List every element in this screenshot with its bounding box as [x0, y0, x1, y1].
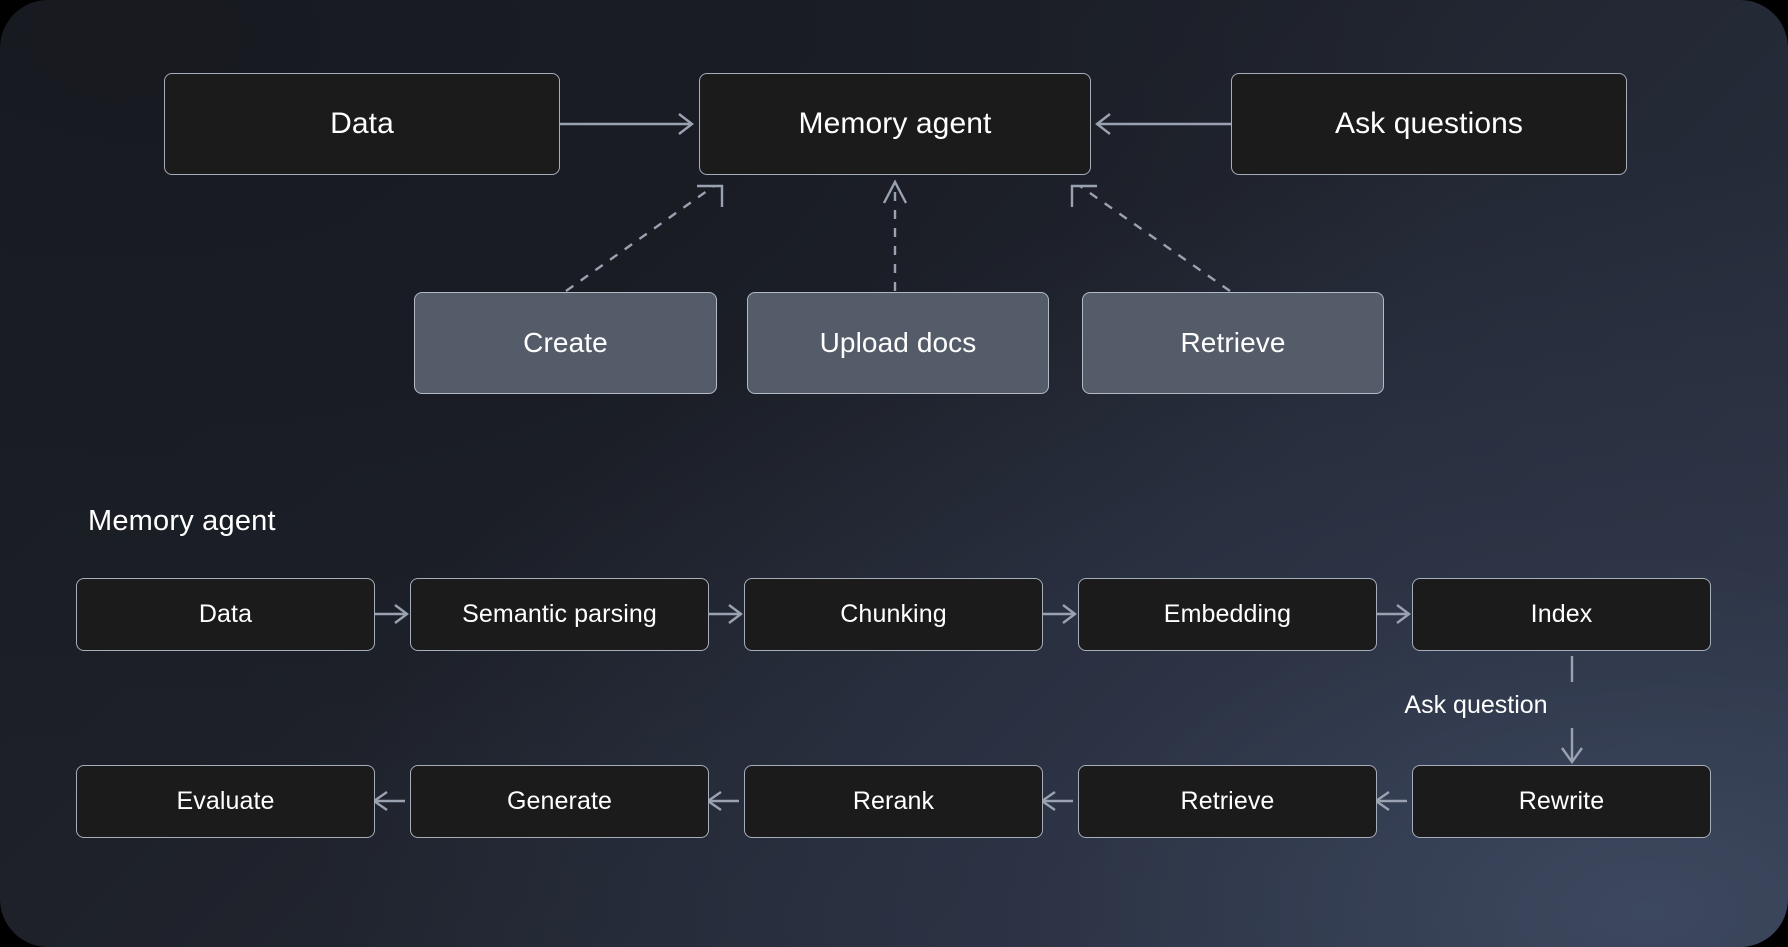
node-label: Index: [1530, 600, 1593, 628]
node-label: Retrieve: [1180, 327, 1286, 358]
node-label: Data: [330, 107, 394, 140]
node-label: Create: [523, 327, 608, 358]
node-ask-questions[interactable]: Ask questions: [1231, 73, 1627, 175]
pipeline-node-chunking[interactable]: Chunking: [744, 578, 1043, 651]
edge-rewrite-to-retrieve: [1373, 791, 1407, 811]
pipeline-node-rerank[interactable]: Rerank: [744, 765, 1043, 838]
node-retrieve-overview[interactable]: Retrieve: [1082, 292, 1384, 394]
node-label: Generate: [506, 787, 613, 815]
pipeline-node-rewrite[interactable]: Rewrite: [1412, 765, 1711, 838]
node-label: Chunking: [840, 600, 947, 628]
edge-semantic-parsing-to-chunking: [709, 604, 743, 624]
edge-generate-to-evaluate: [371, 791, 405, 811]
pipeline-node-embedding[interactable]: Embedding: [1078, 578, 1377, 651]
pipeline-node-retrieve[interactable]: Retrieve: [1078, 765, 1377, 838]
edge-data-to-semantic-parsing: [375, 604, 409, 624]
section-title-memory-agent: Memory agent: [88, 505, 276, 537]
edge-index-to-rewrite: [1561, 656, 1583, 765]
pipeline-node-data[interactable]: Data: [76, 578, 375, 651]
edge-retrieve-to-rerank: [1039, 791, 1073, 811]
node-label: Semantic parsing: [462, 600, 657, 628]
node-label: Rerank: [852, 787, 935, 815]
node-label: Ask questions: [1334, 107, 1524, 140]
node-label: Evaluate: [176, 787, 275, 815]
node-label: Upload docs: [819, 327, 977, 358]
edge-create-to-memory-agent: [565, 184, 724, 292]
edge-label-ask-question: Ask question: [1404, 691, 1548, 719]
pipeline-node-index[interactable]: Index: [1412, 578, 1711, 651]
node-label: Embedding: [1163, 600, 1292, 628]
node-label: Retrieve: [1180, 787, 1275, 815]
node-upload-docs[interactable]: Upload docs: [747, 292, 1049, 394]
node-data-overview[interactable]: Data: [164, 73, 560, 175]
edge-rerank-to-generate: [705, 791, 739, 811]
edge-chunking-to-embedding: [1043, 604, 1077, 624]
node-label: Memory agent: [798, 107, 992, 140]
node-label: Rewrite: [1518, 787, 1605, 815]
pipeline-node-generate[interactable]: Generate: [410, 765, 709, 838]
edge-embedding-to-index: [1377, 604, 1411, 624]
pipeline-node-evaluate[interactable]: Evaluate: [76, 765, 375, 838]
pipeline-node-semantic-parsing[interactable]: Semantic parsing: [410, 578, 709, 651]
edge-retrieve-to-memory-agent: [1070, 184, 1231, 292]
edge-upload-docs-to-memory-agent: [882, 179, 908, 291]
node-label: Data: [198, 600, 253, 628]
node-create[interactable]: Create: [414, 292, 717, 394]
edge-ask-questions-to-memory-agent: [1095, 113, 1231, 135]
node-memory-agent[interactable]: Memory agent: [699, 73, 1091, 175]
edge-data-to-memory-agent: [560, 113, 694, 135]
